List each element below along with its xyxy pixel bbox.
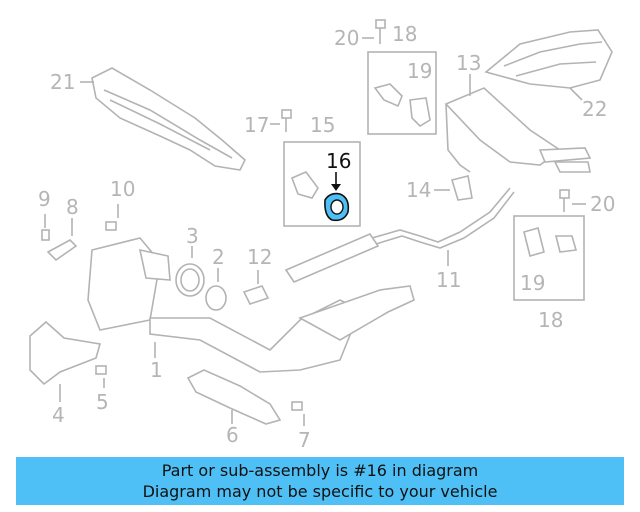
part-5-bolt bbox=[95, 365, 107, 388]
part-3-clamp-ring bbox=[175, 246, 205, 297]
callout-3: 3 bbox=[186, 224, 199, 248]
part-12-connector bbox=[242, 270, 270, 305]
part-21-heat-shield bbox=[80, 67, 246, 171]
part-10-bolt bbox=[105, 204, 119, 231]
part-6-lower-heat-shield bbox=[186, 369, 282, 425]
callout-16: 16 bbox=[326, 149, 351, 173]
callout-5: 5 bbox=[96, 390, 109, 414]
callout-13: 13 bbox=[456, 51, 481, 75]
callout-9: 9 bbox=[38, 187, 51, 211]
sub-assembly-box-18-top bbox=[367, 51, 437, 135]
part-20-bolt-top bbox=[362, 19, 386, 44]
callout-6: 6 bbox=[226, 423, 239, 447]
callout-17: 17 bbox=[244, 113, 269, 137]
callout-2: 2 bbox=[212, 245, 225, 269]
callout-11: 11 bbox=[436, 268, 461, 292]
callout-18-top: 18 bbox=[392, 22, 417, 46]
callout-1: 1 bbox=[150, 358, 163, 382]
part-4-bracket bbox=[29, 320, 102, 402]
sub-assembly-box-15 bbox=[283, 141, 361, 227]
callout-21: 21 bbox=[50, 70, 75, 94]
callout-4: 4 bbox=[52, 403, 65, 427]
part-info-banner: Part or sub-assembly is #16 in diagram D… bbox=[16, 457, 624, 505]
callout-10: 10 bbox=[110, 177, 135, 201]
part-16-rubber-hanger bbox=[324, 172, 350, 222]
part-2-gasket bbox=[205, 268, 227, 311]
exploded-parts-diagram: 21 20 18 19 13 22 17 15 16 bbox=[29, 19, 615, 452]
callout-20-top: 20 bbox=[334, 26, 359, 50]
callout-12: 12 bbox=[247, 245, 272, 269]
part-13-rear-muffler bbox=[444, 74, 592, 173]
part-20-bolt-right bbox=[559, 189, 586, 212]
part-18-bracket-right bbox=[523, 227, 578, 257]
part-9-stud bbox=[41, 214, 50, 241]
part-7-bolt bbox=[291, 401, 305, 426]
callout-18-right: 18 bbox=[538, 308, 563, 332]
part-1-catalytic-converter bbox=[87, 237, 415, 373]
part-17-bolt bbox=[270, 109, 292, 132]
callout-22: 22 bbox=[582, 97, 607, 121]
callout-20-right: 20 bbox=[590, 192, 615, 216]
part-15-bracket bbox=[290, 171, 319, 199]
part-18-bracket-top bbox=[373, 83, 431, 128]
part-8-bracket bbox=[46, 218, 78, 262]
callout-19-right: 19 bbox=[520, 271, 545, 295]
sub-assembly-box-18-right bbox=[513, 215, 585, 301]
part-14-clamp bbox=[434, 175, 473, 201]
banner-line-part: Part or sub-assembly is #16 in diagram bbox=[161, 461, 479, 480]
callout-8: 8 bbox=[66, 195, 79, 219]
part-22-rear-heat-shield bbox=[484, 29, 613, 101]
callout-15: 15 bbox=[310, 113, 335, 137]
callout-19-top: 19 bbox=[407, 59, 432, 83]
callout-7: 7 bbox=[298, 428, 311, 452]
callout-14: 14 bbox=[406, 178, 431, 202]
part-11-intermediate-pipe bbox=[284, 187, 515, 283]
banner-line-disclaimer: Diagram may not be specific to your vehi… bbox=[142, 482, 498, 501]
